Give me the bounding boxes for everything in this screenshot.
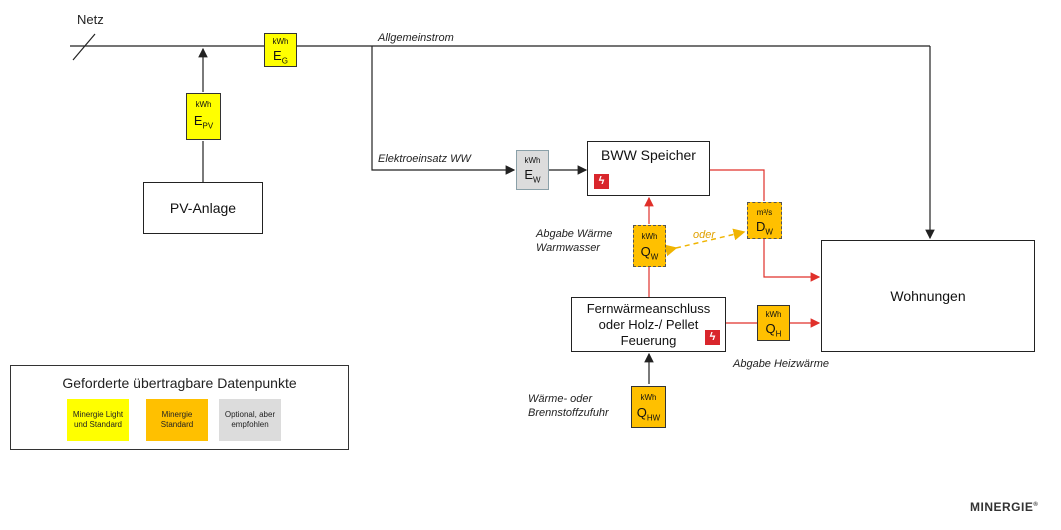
meter-qw-symbol: QW [640, 244, 659, 262]
dw-to-wohnungen [763, 239, 821, 282]
abgabe-heizwaerme-label: Abgabe Heizwärme [733, 358, 829, 370]
abgabe-waerme-label-2: Warmwasser [536, 242, 600, 254]
abgabe-waerme-label-1: Abgabe Wärme [536, 228, 613, 240]
netz-label: Netz [77, 12, 104, 27]
oder-dashed-arrow [664, 228, 746, 257]
legend-swatch-standard: Minergie Standard [146, 399, 208, 441]
fernwaerme-label-1: Fernwärmeanschluss [586, 300, 711, 316]
legend-swatch-optional: Optional, aber empfohlen [219, 399, 281, 441]
allgemeinstrom-label: Allgemeinstrom [378, 32, 454, 44]
meter-qh: kWh QH [757, 305, 790, 341]
legend-title: Geforderte übertragbare Datenpunkte [62, 375, 297, 391]
meter-qw: kWh QW [633, 225, 666, 267]
meter-eg: kWh EG [264, 33, 297, 67]
zufuhr-label-1: Wärme- oder [528, 393, 593, 405]
bww-speicher-label: BWW Speicher [601, 147, 696, 163]
meter-epv: kWh EPV [186, 93, 221, 140]
fernwaerme-box: Fernwärmeanschluss oder Holz-/ Pellet Fe… [571, 297, 726, 352]
meter-qhw-symbol: QHW [636, 405, 661, 423]
meter-epv-unit: kWh [195, 100, 212, 109]
zufuhr-label-2: Brennstoffzufuhr [528, 407, 609, 419]
meter-epv-symbol: EPV [193, 113, 214, 131]
grid-to-ew [371, 46, 516, 175]
meter-dw-symbol: DW [756, 219, 773, 237]
fernwaerme-label-3: Feuerung [620, 332, 677, 348]
minergie-logo: MINERGIE® [970, 500, 1039, 514]
meter-qh-symbol: QH [765, 321, 782, 339]
meter-qhw-unit: kWh [640, 393, 657, 402]
speicher-to-dw [710, 169, 765, 201]
meter-dw: m³/s DW [747, 202, 782, 239]
wohnungen-box: Wohnungen [821, 240, 1035, 352]
pv-anlage-label: PV-Anlage [169, 200, 237, 216]
meter-qh-unit: kWh [765, 310, 782, 319]
meter-qw-unit: kWh [641, 232, 658, 241]
pv-anlage-box: PV-Anlage [143, 182, 263, 234]
meter-eg-symbol: EG [273, 48, 288, 66]
legend-swatch-light-standard: Minergie Light und Standard [67, 399, 129, 441]
fernwaerme-label-2: oder Holz-/ Pellet [598, 316, 699, 332]
meter-qhw: kWh QHW [631, 386, 666, 428]
meter-eg-unit: kWh [272, 37, 289, 46]
meter-ew-symbol: EW [524, 167, 541, 185]
wohnungen-label: Wohnungen [890, 288, 966, 304]
burner-icon: ϟ [705, 330, 720, 345]
legend-box: Geforderte übertragbare Datenpunkte Mine… [10, 365, 349, 450]
grid-break-mark [72, 33, 96, 61]
elektroeinsatz-label: Elektroeinsatz WW [378, 153, 471, 165]
meter-dw-unit: m³/s [756, 208, 773, 217]
oder-label: oder [693, 229, 716, 241]
meter-ew-unit: kWh [524, 156, 541, 165]
meter-ew: kWh EW [516, 150, 549, 190]
electric-heater-icon: ϟ [594, 174, 609, 189]
